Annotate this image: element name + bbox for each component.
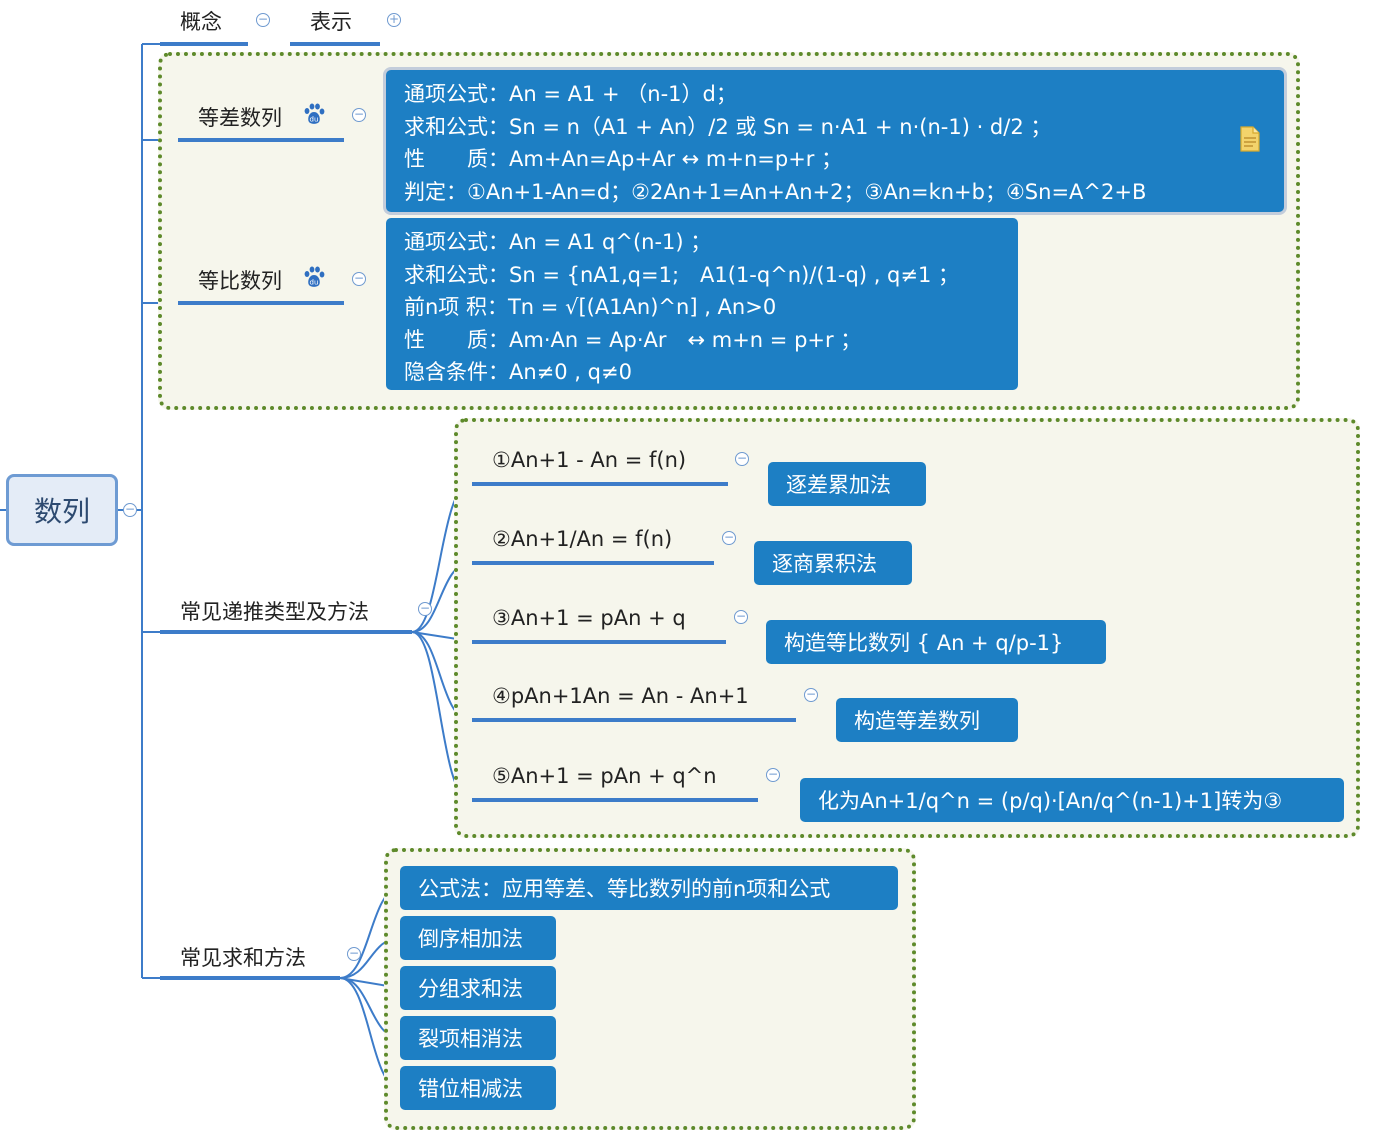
root-node[interactable]: 数列 [6,474,118,546]
method-label-2: 逐商累积法 [772,552,877,576]
sum-method-2[interactable]: 倒序相加法 [400,916,556,960]
sum-method-4[interactable]: 裂项相消法 [400,1016,556,1060]
recurrence-formula-5-toggle[interactable]: − [766,767,780,782]
method-button-2[interactable]: 逐商累积法 [754,541,912,585]
recurrence-formula-3-underline [472,640,726,644]
summation-topic-label[interactable]: 常见求和方法 [180,946,306,970]
method-button-4[interactable]: 构造等差数列 [836,698,1018,742]
geo-line-2: 求和公式：Sn = {nA1,q=1; A1(1-q^n)/(1-q) , q≠… [404,262,960,287]
method-label-3: 构造等比数列 { An + q/p-1} [784,631,1064,655]
recurrence-formula-5-underline [472,798,758,802]
geo-topic-label[interactable]: 等比数列 [198,269,282,293]
recurrence-formula-1-underline [472,482,728,486]
recurrence-formula-4[interactable]: ④pAn+1An = An - An+1 [492,684,749,708]
note-icon[interactable] [1240,126,1260,152]
recurrence-formula-2-underline [472,561,714,565]
recurrence-formula-3-toggle[interactable]: − [734,609,748,624]
sum-method-1-label: 公式法：应用等差、等比数列的前n项和公式 [418,877,831,901]
geo-topic-underline [178,301,344,305]
tab-representation-expand-toggle[interactable]: + [387,12,401,27]
recurrence-topic-label[interactable]: 常见递推类型及方法 [180,600,369,624]
tab-concept-collapse-toggle[interactable]: − [256,12,270,27]
method-button-3[interactable]: 构造等比数列 { An + q/p-1} [766,620,1106,664]
arith-line-2: 求和公式：Sn = n（A1 + An）/2 或 Sn = n·A1 + n·(… [404,114,1052,139]
sum-method-5-label: 错位相减法 [418,1077,523,1101]
arith-collapse-toggle[interactable]: − [352,107,366,122]
tab-representation-label[interactable]: 表示 [310,10,352,34]
paw-icon: du [304,103,325,124]
recurrence-topic-underline [160,630,412,634]
sum-method-5[interactable]: 错位相减法 [400,1066,556,1110]
paw-icon: du [304,266,325,287]
method-button-1[interactable]: 逐差累加法 [768,462,926,506]
arith-formula-box[interactable]: 通项公式：An = A1 + （n-1）d； 求和公式：Sn = n（A1 + … [386,70,1284,212]
arith-line-1: 通项公式：An = A1 + （n-1）d； [404,82,737,106]
method-button-5[interactable]: 化为An+1/q^n = (p/q)·[An/q^(n-1)+1]转为③ [800,778,1344,822]
sum-method-1[interactable]: 公式法：应用等差、等比数列的前n项和公式 [400,866,898,910]
geo-line-5: 隐含条件：An≠0 , q≠0 [404,360,632,384]
tab-concept-underline [160,42,248,46]
arith-line-4: 判定：①An+1-An=d；②2An+1=An+An+2；③An=kn+b；④S… [404,179,1147,204]
method-label-5: 化为An+1/q^n = (p/q)·[An/q^(n-1)+1]转为③ [818,789,1283,813]
geo-line-4: 性 质：Am·An = Ap·Ar ↔ m+n = p+r ； [404,327,862,352]
sum-method-2-label: 倒序相加法 [418,927,523,951]
recurrence-formula-1[interactable]: ①An+1 - An = f(n) [492,448,687,472]
svg-text:du: du [310,116,319,124]
sum-method-4-label: 裂项相消法 [418,1027,523,1051]
geo-formula-box[interactable]: 通项公式：An = A1 q^(n-1) ； 求和公式：Sn = {nA1,q=… [386,218,1018,390]
tab-concept-label[interactable]: 概念 [180,10,222,34]
root-label: 数列 [33,495,90,528]
geo-collapse-toggle[interactable]: − [352,271,366,286]
sum-method-3[interactable]: 分组求和法 [400,966,556,1010]
recurrence-formula-2-toggle[interactable]: − [722,530,736,545]
recurrence-formula-4-toggle[interactable]: − [804,687,818,702]
summation-collapse-toggle[interactable]: − [347,946,361,961]
recurrence-formula-2[interactable]: ②An+1/An = f(n) [492,527,673,551]
summation-topic-underline [160,976,340,980]
recurrence-collapse-toggle[interactable]: − [418,601,432,616]
recurrence-formula-3[interactable]: ③An+1 = pAn + q [492,606,686,630]
geo-line-3: 前n项 积：Tn = √[(A1An)^n] , An>0 [404,295,777,319]
recurrence-formula-5[interactable]: ⑤An+1 = pAn + q^n [492,764,717,788]
method-label-4: 构造等差数列 [854,709,980,733]
recurrence-formula-4-underline [472,718,796,722]
root-collapse-toggle[interactable]: − [123,502,137,517]
geo-line-1: 通项公式：An = A1 q^(n-1) ； [404,230,712,254]
tab-representation-underline [290,42,380,46]
recurrence-formula-1-toggle[interactable]: − [735,451,749,466]
arith-topic-underline [178,138,344,142]
svg-text:du: du [310,279,319,287]
arith-topic-label[interactable]: 等差数列 [198,106,282,130]
arith-line-3: 性 质：Am+An=Ap+Ar ↔ m+n=p+r ； [404,147,843,171]
sum-method-3-label: 分组求和法 [418,977,523,1001]
method-label-1: 逐差累加法 [786,473,891,497]
